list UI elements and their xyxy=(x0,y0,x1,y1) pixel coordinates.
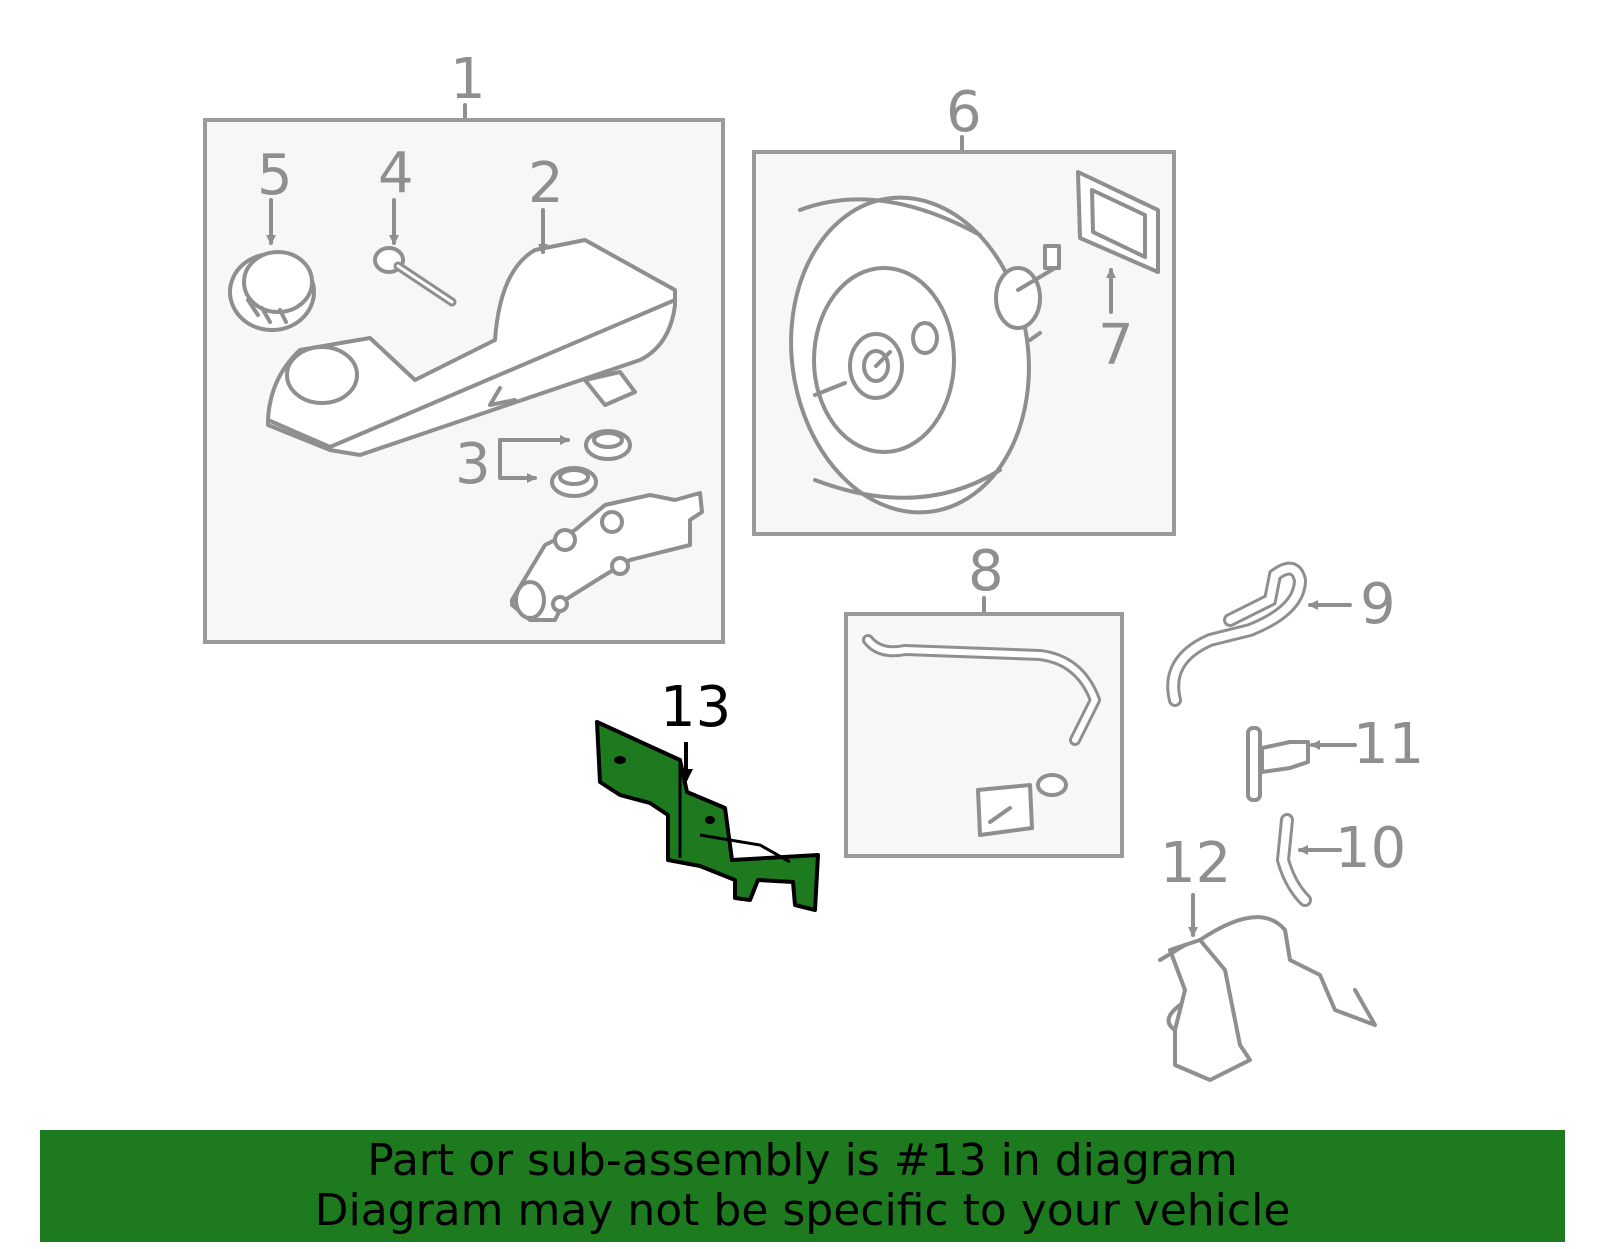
valve-11-part[interactable] xyxy=(1246,726,1357,802)
bracket-13-highlighted-part[interactable] xyxy=(595,720,820,912)
master-cylinder-part[interactable] xyxy=(510,491,704,622)
banner-line-2: Diagram may not be specific to your vehi… xyxy=(314,1185,1291,1236)
brake-booster-part[interactable] xyxy=(771,182,1061,528)
hose-10-part[interactable] xyxy=(1275,813,1342,907)
callout-12[interactable]: 12 xyxy=(1160,831,1231,896)
reservoir-part[interactable] xyxy=(266,238,677,457)
bracket-12-part[interactable] xyxy=(1158,893,1377,1082)
vacuum-hose-part[interactable] xyxy=(862,634,1101,837)
callout-3[interactable]: 3 xyxy=(455,432,491,497)
assembly-6-group[interactable] xyxy=(752,135,1176,536)
info-banner: Part or sub-assembly is #13 in diagram D… xyxy=(40,1130,1565,1242)
reservoir-cap-part[interactable] xyxy=(228,250,316,332)
gasket-part[interactable] xyxy=(1076,170,1160,274)
banner-line-1: Part or sub-assembly is #13 in diagram xyxy=(367,1135,1238,1186)
callout-10[interactable]: 10 xyxy=(1335,816,1406,881)
callout-2[interactable]: 2 xyxy=(528,151,564,216)
assembly-8-group[interactable] xyxy=(844,596,1124,858)
bolt-part[interactable] xyxy=(373,246,457,307)
callout-7[interactable]: 7 xyxy=(1098,313,1134,378)
callout-4[interactable]: 4 xyxy=(378,141,414,206)
grommets-part[interactable] xyxy=(498,429,632,498)
callout-6[interactable]: 6 xyxy=(946,80,982,145)
assembly-1-group[interactable] xyxy=(203,103,725,644)
callout-13[interactable]: 13 xyxy=(660,675,731,740)
parts-diagram: 1 2 3 4 5 6 7 8 9 10 11 12 13 xyxy=(203,47,1424,1082)
callout-9[interactable]: 9 xyxy=(1360,572,1396,637)
hose-9-part[interactable] xyxy=(1166,561,1352,707)
callout-8[interactable]: 8 xyxy=(968,539,1004,604)
callout-11[interactable]: 11 xyxy=(1353,712,1424,777)
callout-5[interactable]: 5 xyxy=(257,143,293,208)
callout-1[interactable]: 1 xyxy=(450,47,486,112)
